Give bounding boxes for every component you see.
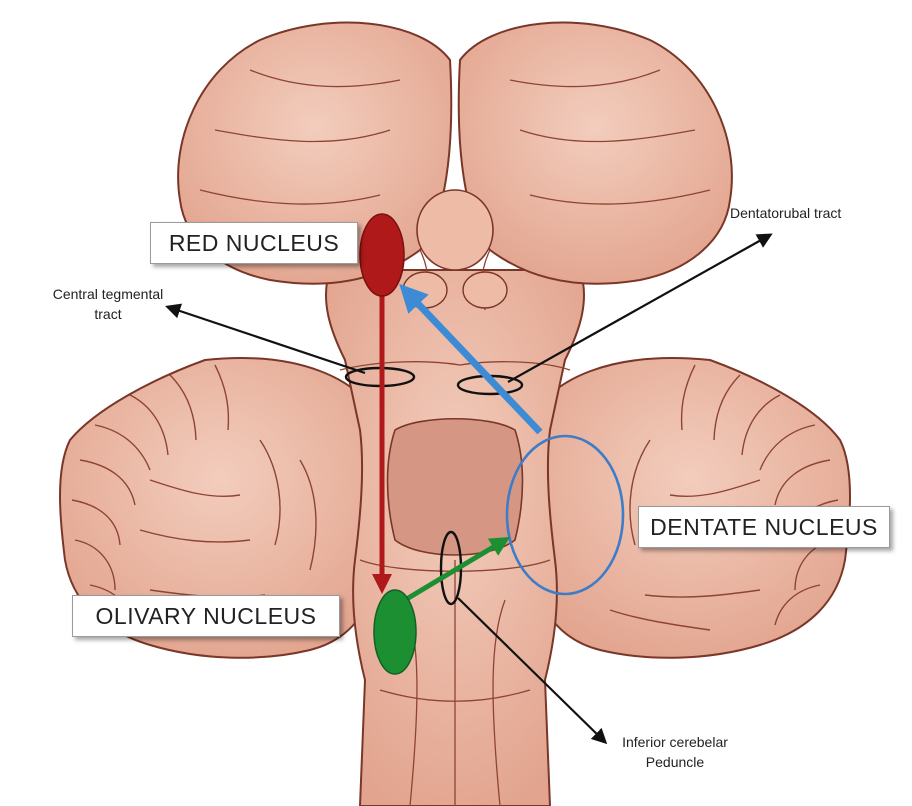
dentate-nucleus-label: DENTATE NUCLEUS (638, 506, 890, 548)
brainstem (326, 270, 584, 806)
colliculus-right (463, 272, 507, 308)
central-tegmental-tract-label: Central tegmental tract (8, 284, 208, 324)
central-tegmental-line2: tract (8, 304, 208, 324)
olivary-nucleus-label: OLIVARY NUCLEUS (72, 595, 340, 637)
inferior-peduncle-line1: Inferior cerebelar (605, 732, 745, 752)
inferior-cerebelar-peduncle-label: Inferior cerebelar Peduncle (605, 732, 745, 772)
dentatorubal-tract-label: Dentatorubal tract (730, 203, 841, 223)
red-nucleus-shape (360, 214, 404, 296)
midbrain-center (417, 190, 493, 270)
red-nucleus-label: RED NUCLEUS (150, 222, 358, 264)
cerebrum (178, 23, 732, 310)
central-tegmental-line1: Central tegmental (8, 284, 208, 304)
cerebrum-right (459, 23, 732, 284)
inferior-peduncle-line2: Peduncle (605, 752, 745, 772)
olivary-nucleus-shape (374, 590, 416, 674)
